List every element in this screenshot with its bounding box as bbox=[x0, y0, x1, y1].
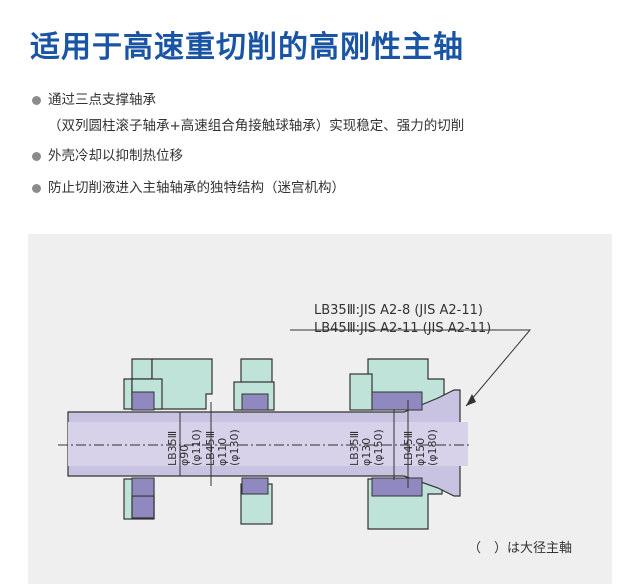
dim-left-lb45: LB45Ⅲ φ110 (φ130) bbox=[204, 427, 241, 466]
list-item-text: 通过三点支撑轴承 bbox=[48, 92, 156, 108]
callout-label-lb35: LB35Ⅲ:JIS A2-8 (JIS A2-11) bbox=[314, 303, 483, 318]
bearing-group bbox=[131, 391, 423, 497]
list-item: 通过三点支撑轴承 （双列圆柱滚子轴承+高速组合角接触球轴承）实现稳定、强力的切削 bbox=[30, 90, 610, 136]
arrowhead-icon bbox=[466, 394, 476, 406]
callout-arrow bbox=[290, 329, 532, 407]
list-item-text: 防止切削液进入主轴轴承的独特结构（迷宫机构） bbox=[48, 180, 345, 196]
dim-right-lb35: LB35Ⅲ φ130 (φ150) bbox=[348, 427, 385, 466]
spindle-diagram: LB35Ⅲ:JIS A2-8 (JIS A2-11) LB45Ⅲ:JIS A2-… bbox=[28, 234, 612, 584]
diagram-note: （ ）は大径主軸 bbox=[468, 541, 572, 556]
feature-list: 通过三点支撑轴承 （双列圆柱滚子轴承+高速组合角接触球轴承）实现稳定、强力的切削… bbox=[30, 90, 610, 210]
bullet-dot-icon bbox=[32, 184, 41, 193]
callout-label-lb45: LB45Ⅲ:JIS A2-11 (JIS A2-11) bbox=[314, 321, 491, 336]
spindle-bore bbox=[68, 422, 468, 466]
page-title: 适用于高速重切削的高刚性主轴 bbox=[30, 30, 464, 65]
dim-right-lb45: LB45Ⅲ φ150 (φ180) bbox=[402, 427, 439, 466]
spindle-cross-section: LB35Ⅲ:JIS A2-8 (JIS A2-11) LB45Ⅲ:JIS A2-… bbox=[58, 303, 572, 556]
dimension-arrows bbox=[179, 400, 409, 488]
bullet-dot-icon bbox=[32, 96, 41, 105]
list-item: 防止切削液进入主轴轴承的独特结构（迷宫机构） bbox=[30, 178, 610, 198]
list-item-subtext: （双列圆柱滚子轴承+高速组合角接触球轴承）实现稳定、强力的切削 bbox=[48, 118, 465, 134]
list-item: 外壳冷却以抑制热位移 bbox=[30, 146, 610, 166]
dim-left-lb35: LB35Ⅲ φ90 (φ110) bbox=[166, 427, 203, 466]
bullet-dot-icon bbox=[32, 152, 41, 161]
list-item-text: 外壳冷却以抑制热位移 bbox=[48, 148, 183, 164]
